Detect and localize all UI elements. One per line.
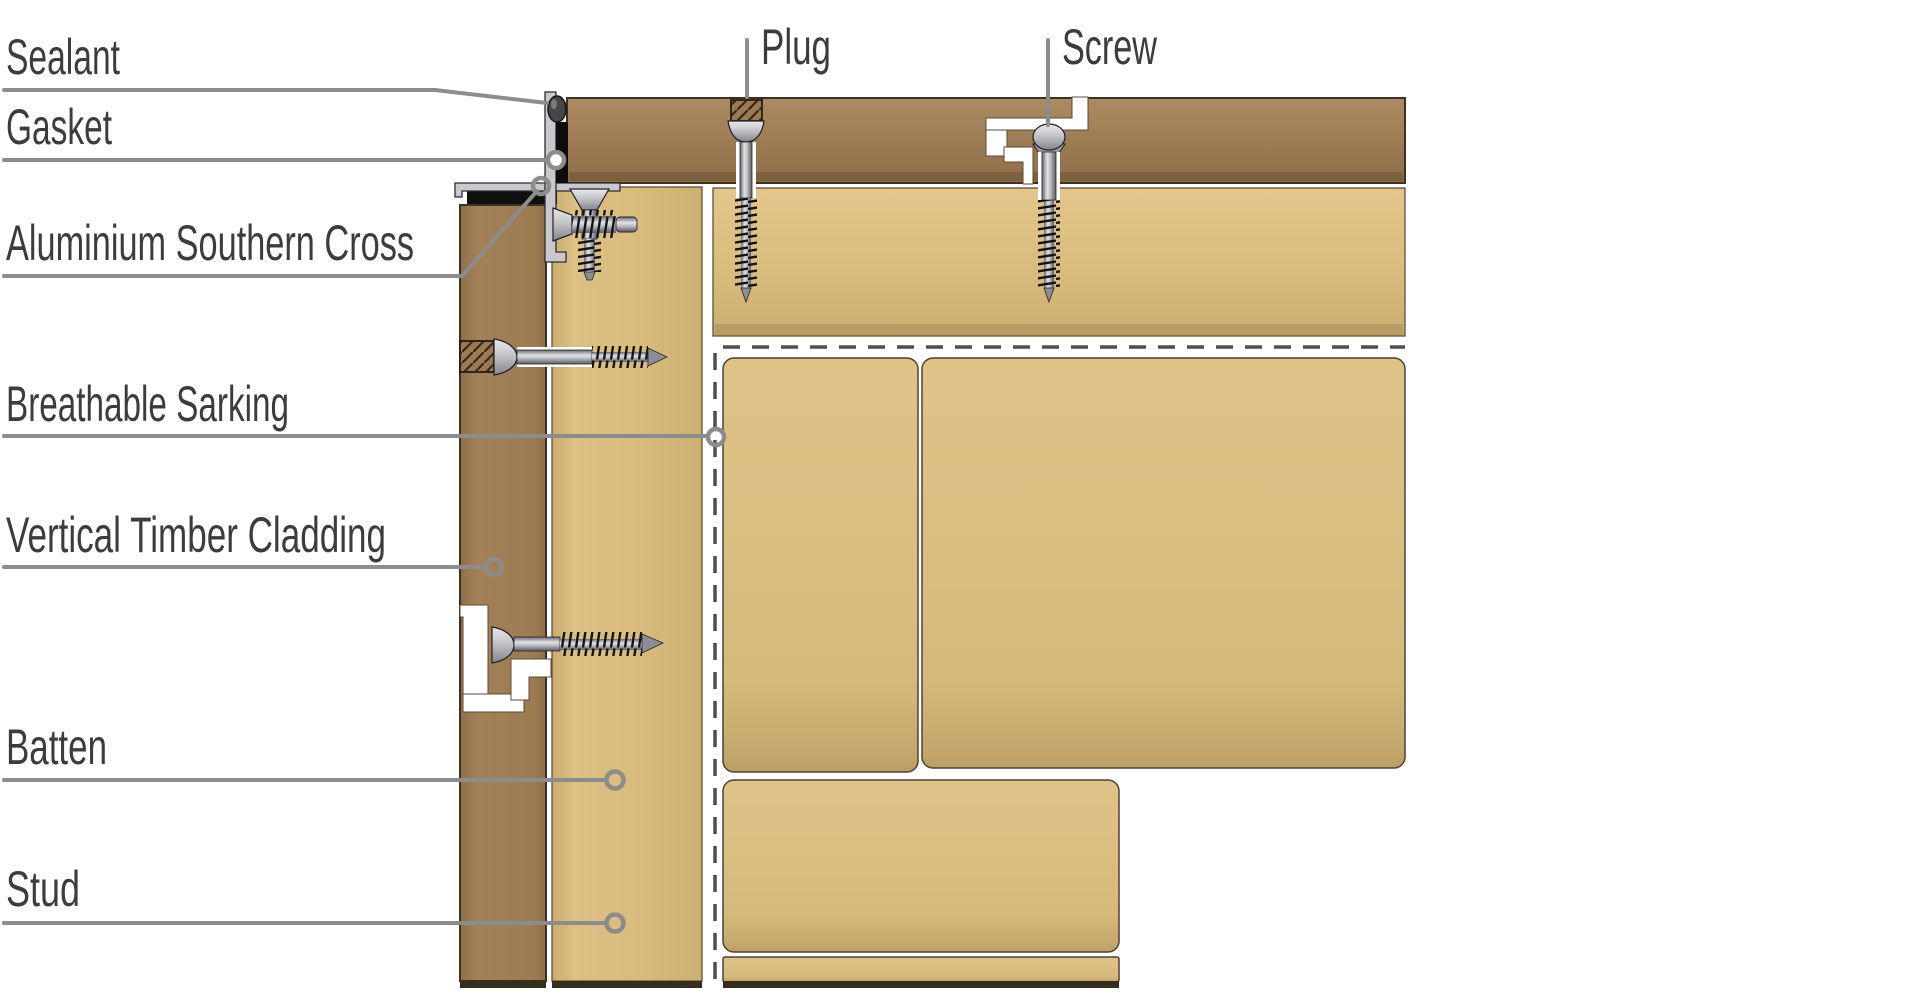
screw-shaft (739, 141, 753, 199)
insulation-block-3 (722, 779, 1120, 953)
screw-shank-tip (615, 216, 638, 233)
screw-tip (1043, 287, 1055, 304)
screw-tip (641, 633, 664, 654)
label-breathable-sarking: Breathable Sarking (6, 376, 289, 432)
sealant-bead (547, 95, 567, 123)
joint-step-side (510, 658, 552, 701)
label-batten: Batten (6, 719, 107, 775)
timber-cladding-group (459, 97, 1406, 982)
screw-tip (647, 347, 668, 367)
cut-edge-cladding (460, 981, 546, 988)
screw-shaft (516, 349, 593, 365)
label-gasket: Gasket (6, 99, 112, 155)
side-board-joint (459, 604, 552, 713)
screw-threads (578, 239, 601, 272)
plug-screw-top (727, 99, 765, 304)
vertical-cladding-board (459, 204, 547, 982)
leader-dot-sarking (705, 426, 727, 448)
aluminium-vertical-channel (544, 91, 567, 263)
screw-head (1032, 123, 1066, 151)
joint-step-top (1003, 146, 1034, 185)
screw-shaft (513, 636, 561, 652)
screw-threads (592, 346, 648, 368)
label-vertical-timber-cladding: Vertical Timber Cladding (6, 507, 386, 563)
screw-shaft (1041, 151, 1057, 201)
screw-tip (583, 271, 596, 281)
label-screw: Screw (1062, 19, 1158, 75)
leader-lines (2, 38, 1050, 934)
labels: Sealant Gasket Aluminium Southern Cross … (6, 19, 1158, 917)
leader-dot-cladding (483, 556, 505, 578)
leader-dot-gasket (545, 149, 567, 171)
top-cladding-board-shadow (569, 172, 1403, 181)
leader-dot-batten (604, 769, 626, 791)
leader-sealant (2, 88, 549, 105)
southern-cross-screw-horizontal (552, 207, 638, 242)
horizontal-batten-shadow (715, 324, 1403, 335)
fixing-screw-top (1032, 123, 1066, 304)
screw-threads (1038, 200, 1060, 288)
insulation-block-1 (722, 357, 919, 773)
label-stud: Stud (6, 861, 80, 917)
cut-edge-batten (552, 981, 702, 988)
sealant-highlight (551, 99, 557, 109)
plug-screw-side (459, 338, 668, 376)
top-board-joint (985, 96, 1089, 185)
leader-dot-aluminium (530, 175, 552, 197)
screw-threads (735, 198, 757, 288)
insulation-group (722, 357, 1406, 983)
vertical-batten-stud (551, 186, 703, 982)
screw-tip (740, 287, 752, 304)
label-aluminium-southern-cross: Aluminium Southern Cross (6, 215, 414, 271)
section-cut-bottom-edges (460, 981, 1119, 988)
leader-dot-stud (604, 912, 626, 934)
label-sealant: Sealant (6, 29, 120, 85)
label-plug: Plug (761, 19, 831, 75)
cut-edge-insulation (723, 981, 1119, 988)
insulation-block-2 (921, 357, 1406, 769)
joint-notch-side (462, 693, 525, 713)
screw-threads (560, 632, 642, 656)
breathable-sarking-lines (713, 345, 1405, 984)
joint-screw-side (491, 626, 664, 664)
joint-notch-top (985, 129, 1008, 157)
leader-aluminium-southern-cross (2, 189, 539, 278)
timber-plug-hatch (460, 341, 494, 372)
timber-plug-hatch (731, 100, 762, 121)
insulation-block-4 (722, 956, 1120, 983)
screw-threads (572, 210, 616, 238)
